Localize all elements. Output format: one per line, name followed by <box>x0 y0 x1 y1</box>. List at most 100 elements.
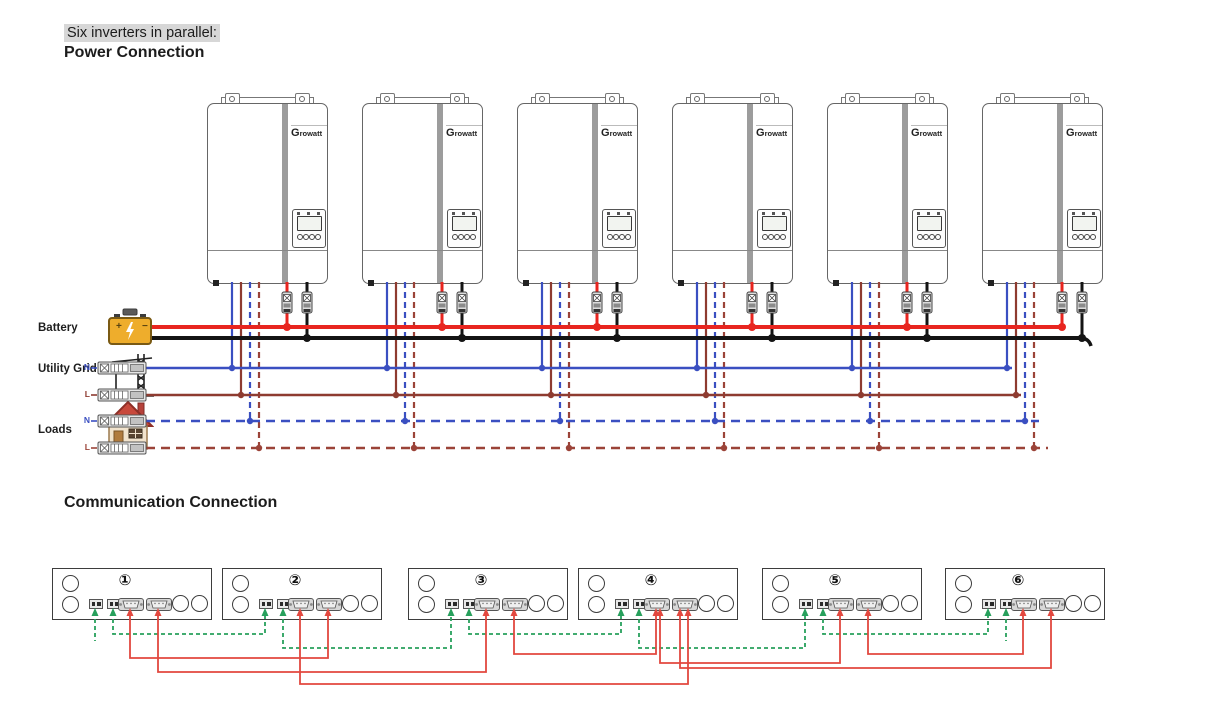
junction-dot <box>401 417 409 425</box>
lcd-display-panel <box>912 209 946 248</box>
junction-dot <box>438 323 446 331</box>
inverter-foot <box>678 280 684 286</box>
port-hole <box>588 575 605 592</box>
inverter-side-stripe <box>282 104 288 283</box>
mounting-hole <box>1074 96 1080 102</box>
lcd-display-panel <box>292 209 326 248</box>
fuse-icon <box>901 291 913 314</box>
fuse-icon <box>921 291 933 314</box>
inverter-side-stripe <box>592 104 598 283</box>
unit-number: ③ <box>474 571 488 589</box>
mounting-hole <box>454 96 460 102</box>
junction-dot <box>848 364 856 372</box>
db9-serial-port-1 <box>118 598 144 611</box>
db9-serial-port-2 <box>502 598 528 611</box>
junction-dot <box>228 364 236 372</box>
inverter-foot <box>523 280 529 286</box>
inverter-unit: Growatt <box>672 93 793 286</box>
inverter-body: Growatt <box>672 103 793 286</box>
db9-serial-port-1 <box>828 598 854 611</box>
growatt-logo: Growatt <box>1066 125 1102 139</box>
inverter-unit: Growatt <box>827 93 948 286</box>
growatt-logo: Growatt <box>291 125 327 139</box>
display-marks <box>607 212 631 215</box>
junction-dot <box>903 323 911 331</box>
junction-dot <box>237 391 245 399</box>
mounting-hole <box>694 96 700 102</box>
inverter-unit: Growatt <box>362 93 483 286</box>
db9-serial-port-1 <box>474 598 500 611</box>
db9-serial-port-2 <box>316 598 342 611</box>
fuse-icon <box>611 291 623 314</box>
panel-seam <box>363 250 482 251</box>
junction-dot <box>1003 364 1011 372</box>
mounting-bracket <box>362 93 483 105</box>
svg-text:−: − <box>142 321 148 332</box>
lcd-screen <box>916 216 942 231</box>
junction-dot <box>1078 334 1086 342</box>
panel-seam <box>828 250 947 251</box>
db9-serial-port-1 <box>1011 598 1037 611</box>
port-hole <box>172 595 189 612</box>
port-hole <box>882 595 899 612</box>
junction-dot <box>538 364 546 372</box>
inverter-body: Growatt <box>827 103 948 286</box>
inverter-unit: Growatt <box>517 93 638 286</box>
junction-dot <box>410 444 418 452</box>
mounting-bracket <box>207 93 328 105</box>
db9-serial-port-2 <box>1039 598 1065 611</box>
unit-number: ② <box>288 571 302 589</box>
fuse-icon <box>436 291 448 314</box>
communication-board: ⑤ <box>762 568 922 620</box>
control-buttons <box>603 233 635 240</box>
junction-dot <box>565 444 573 452</box>
growatt-logo: Growatt <box>601 125 637 139</box>
junction-dot <box>458 334 466 342</box>
lcd-screen <box>1071 216 1097 231</box>
loads-l-terminal: L <box>84 442 90 452</box>
battery-icon: + − <box>108 308 152 345</box>
current-sharing-port-1 <box>799 599 813 609</box>
junction-dot <box>392 391 400 399</box>
inverter-foot <box>213 280 219 286</box>
battery-label: Battery <box>38 322 78 334</box>
port-hole <box>547 595 564 612</box>
junction-dot <box>866 417 874 425</box>
current-sharing-port-1 <box>259 599 273 609</box>
junction-dot <box>857 391 865 399</box>
fuse-icon <box>301 291 313 314</box>
serial-cable <box>679 612 1052 669</box>
panel-seam <box>673 250 792 251</box>
power-connection-title: Power Connection <box>64 44 205 61</box>
mounting-bracket <box>672 93 793 105</box>
junction-dot <box>383 364 391 372</box>
port-hole <box>191 595 208 612</box>
lcd-display-panel <box>447 209 481 248</box>
loads-icon <box>102 400 154 450</box>
growatt-logo: Growatt <box>756 125 792 139</box>
port-hole <box>955 596 972 613</box>
mounting-hole <box>384 96 390 102</box>
fuse-icon <box>1056 291 1068 314</box>
unit-number: ⑥ <box>1011 571 1025 589</box>
inverter-foot <box>368 280 374 286</box>
mounting-tab <box>1000 93 1015 105</box>
mounting-bracket <box>982 93 1103 105</box>
current-sharing-port-1 <box>89 599 103 609</box>
loads-label: Loads <box>38 424 72 436</box>
port-hole <box>232 575 249 592</box>
lcd-screen <box>451 216 477 231</box>
unit-number: ⑤ <box>828 571 842 589</box>
inverter-unit: Growatt <box>982 93 1103 286</box>
db9-serial-port-2 <box>146 598 172 611</box>
junction-dot <box>720 444 728 452</box>
control-buttons <box>1068 233 1100 240</box>
display-marks <box>452 212 476 215</box>
port-hole <box>698 595 715 612</box>
junction-dot <box>1012 391 1020 399</box>
panel-seam <box>518 250 637 251</box>
db9-serial-port-2 <box>856 598 882 611</box>
inverter-side-stripe <box>902 104 908 283</box>
junction-dot <box>303 334 311 342</box>
